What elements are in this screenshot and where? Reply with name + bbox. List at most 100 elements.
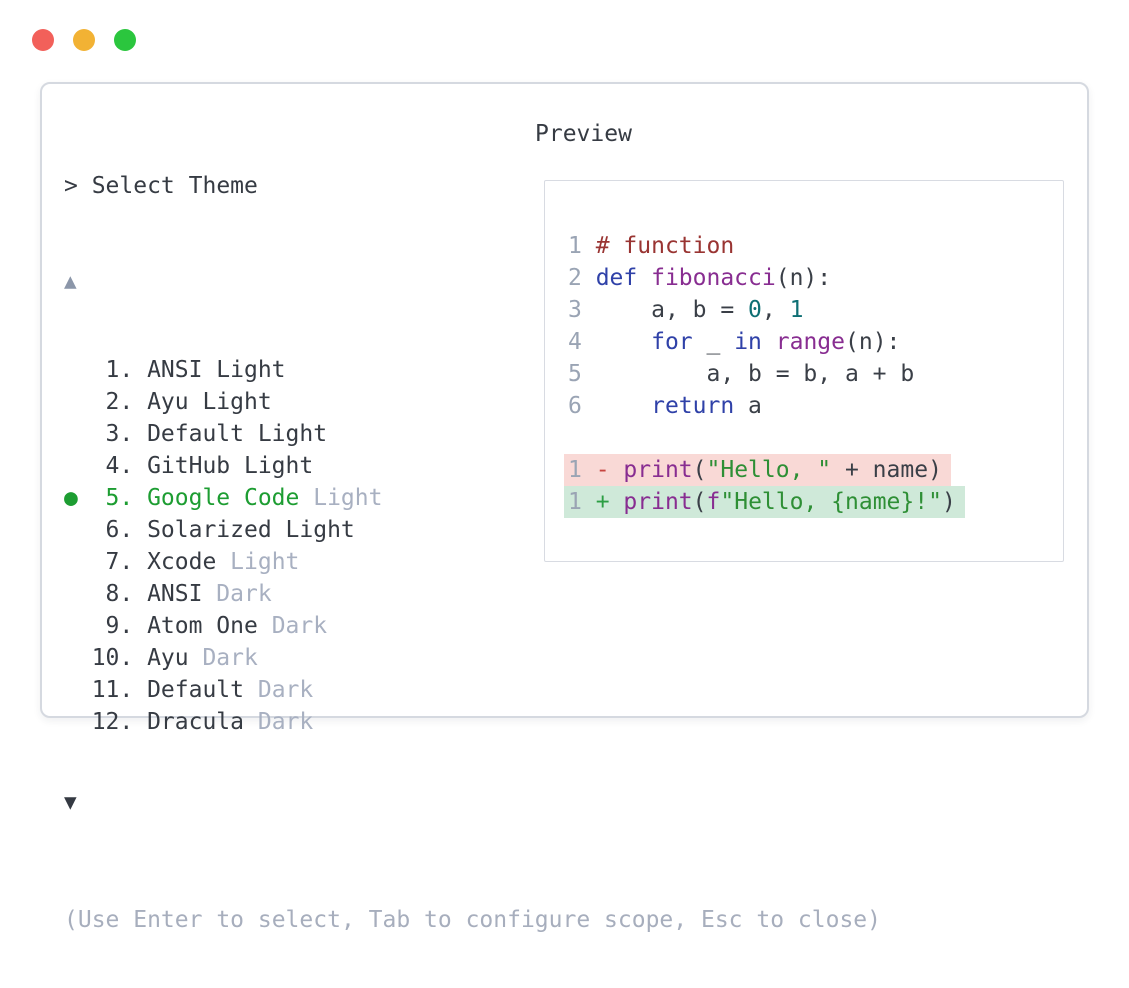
code-token: a bbox=[734, 393, 762, 419]
theme-list-item[interactable]: 10. Ayu Dark bbox=[64, 642, 881, 674]
spacer bbox=[133, 546, 147, 578]
line-number: 3 bbox=[568, 297, 596, 323]
preview-title: Preview bbox=[535, 121, 632, 147]
diff-highlight: 1 + print(f"Hello, {name}!") bbox=[564, 486, 965, 518]
spacer bbox=[258, 610, 272, 642]
theme-name: ANSI Light bbox=[147, 357, 286, 383]
spacer bbox=[133, 482, 147, 514]
code-token: _ bbox=[692, 329, 735, 355]
code-line: 1 # function bbox=[568, 230, 1063, 262]
theme-name: GitHub Light bbox=[147, 453, 314, 479]
theme-number: 7. bbox=[105, 549, 134, 575]
theme-name: ANSI bbox=[147, 581, 203, 607]
theme-list-item[interactable]: 6. Solarized Light bbox=[64, 514, 881, 546]
spacer bbox=[133, 642, 147, 674]
theme-variant-label: Dark bbox=[257, 709, 314, 735]
scroll-up-indicator[interactable]: ▲ bbox=[64, 269, 77, 293]
code-token: print bbox=[623, 457, 693, 483]
close-button[interactable] bbox=[32, 29, 54, 51]
code-line: 4 for _ in range(n): bbox=[568, 326, 1063, 358]
theme-name: Dracula bbox=[147, 709, 244, 735]
theme-variant-label: Dark bbox=[216, 581, 272, 607]
select-theme-prompt: > Select Theme bbox=[64, 173, 258, 199]
keyboard-hint: (Use Enter to select, Tab to configure s… bbox=[64, 907, 881, 933]
line-number: 4 bbox=[568, 329, 596, 355]
theme-number: 1. bbox=[105, 357, 134, 383]
code-line: 5 a, b = b, a + b bbox=[568, 358, 1063, 390]
code-token: f bbox=[706, 489, 721, 515]
code-token: ) bbox=[941, 489, 956, 515]
code-token: 0 bbox=[748, 297, 762, 323]
scroll-down-indicator[interactable]: ▼ bbox=[64, 790, 77, 814]
theme-variant-label: Dark bbox=[257, 677, 314, 703]
theme-number: 3. bbox=[105, 421, 134, 447]
code-token bbox=[762, 329, 776, 355]
theme-number: 2. bbox=[105, 389, 134, 415]
code-token: a, b = bbox=[595, 297, 749, 323]
code-token: def bbox=[595, 265, 652, 291]
theme-name: Ayu bbox=[147, 645, 189, 671]
spacer bbox=[133, 610, 147, 642]
spacer bbox=[189, 642, 203, 674]
window-controls bbox=[32, 29, 136, 51]
line-number: 5 bbox=[568, 361, 596, 387]
theme-list-item[interactable]: 4. GitHub Light bbox=[64, 450, 881, 482]
spacer bbox=[133, 450, 147, 482]
spacer bbox=[133, 578, 147, 610]
code-token: print bbox=[623, 489, 693, 515]
code-token: (n): bbox=[845, 329, 901, 355]
code-token: in bbox=[734, 329, 762, 355]
code-token bbox=[596, 393, 651, 419]
theme-list-item[interactable]: 3. Default Light bbox=[64, 418, 881, 450]
theme-list-item[interactable]: 9. Atom One Dark bbox=[64, 610, 881, 642]
spacer bbox=[133, 418, 147, 450]
code-token: ( bbox=[692, 457, 707, 483]
theme-variant-label: Light bbox=[313, 485, 383, 511]
theme-list-item[interactable]: ●5. Google Code Light bbox=[64, 482, 881, 514]
minimize-button[interactable] bbox=[73, 29, 95, 51]
theme-variant-label: Dark bbox=[202, 645, 258, 671]
theme-list-item[interactable]: 8. ANSI Dark bbox=[64, 578, 881, 610]
line-number: 6 bbox=[568, 393, 596, 419]
code-token: return bbox=[651, 393, 735, 419]
code-token: - bbox=[595, 457, 624, 483]
code-line-content: 5 a, b = b, a + b bbox=[568, 358, 914, 390]
spacer bbox=[133, 386, 147, 418]
theme-name: Solarized Light bbox=[147, 517, 355, 543]
theme-variant-label: Light bbox=[230, 549, 300, 575]
code-token: for bbox=[651, 329, 693, 355]
theme-list-item[interactable]: 7. Xcode Light bbox=[64, 546, 881, 578]
code-token: fibonacci bbox=[651, 265, 776, 291]
code-token: a, b = b, a + b bbox=[595, 361, 915, 387]
selected-item-bullet: ● bbox=[64, 485, 78, 511]
theme-number: 5. bbox=[105, 485, 134, 511]
diff-highlight: 1 - print("Hello, " + name) bbox=[564, 454, 951, 486]
theme-number: 12. bbox=[91, 709, 134, 735]
theme-number: 9. bbox=[105, 613, 134, 639]
zoom-button[interactable] bbox=[114, 29, 136, 51]
code-line-content: 4 for _ in range(n): bbox=[568, 326, 900, 358]
spacer bbox=[299, 482, 313, 514]
line-number: 1 bbox=[568, 457, 596, 483]
theme-number: 11. bbox=[91, 677, 134, 703]
code-line-content: 2 def fibonacci(n): bbox=[568, 262, 831, 294]
theme-list-item[interactable]: 11. Default Dark bbox=[64, 674, 881, 706]
code-line: 2 def fibonacci(n): bbox=[568, 262, 1063, 294]
line-number: 2 bbox=[568, 265, 596, 291]
spacer bbox=[244, 674, 258, 706]
diff-line-plus: 1 + print(f"Hello, {name}!") bbox=[564, 486, 1063, 518]
code-token: # function bbox=[595, 233, 735, 259]
spacer bbox=[133, 354, 147, 386]
theme-number: 4. bbox=[105, 453, 134, 479]
code-token: (n): bbox=[775, 265, 832, 291]
theme-list-item[interactable]: 1. ANSI Light bbox=[64, 354, 881, 386]
theme-name: Default bbox=[147, 677, 244, 703]
theme-name: Atom One bbox=[147, 613, 258, 639]
theme-list-item[interactable]: 12. Dracula Dark bbox=[64, 706, 881, 738]
theme-name: Default Light bbox=[147, 421, 328, 447]
theme-list-item[interactable]: 2. Ayu Light bbox=[64, 386, 881, 418]
code-line bbox=[568, 422, 1063, 454]
spacer bbox=[216, 546, 230, 578]
